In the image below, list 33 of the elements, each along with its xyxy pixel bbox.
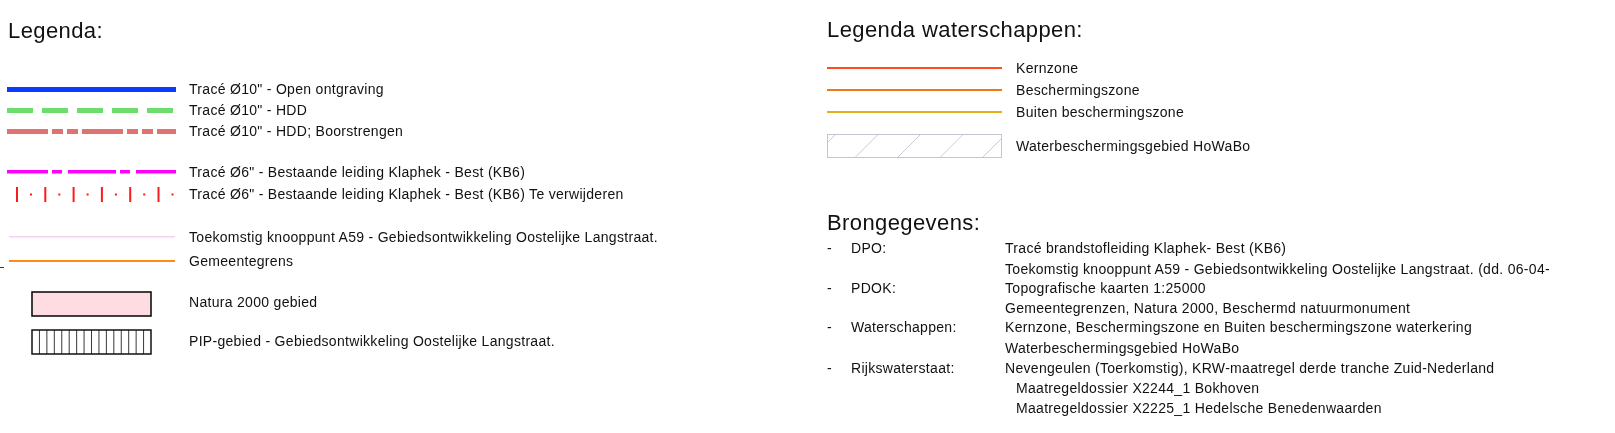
legend-text: Beschermingszone xyxy=(1016,81,1140,99)
legend-text: PIP-gebied - Gebiedsontwikkeling Oostelijke Langstraat. xyxy=(189,332,555,350)
section-heading: Legenda waterschappen: xyxy=(827,17,1083,43)
legend-text: Waterbeschermingsgebied HoWaBo xyxy=(1016,137,1251,155)
source-description: Kernzone, Beschermingszone en Buiten beschermingszone waterkering xyxy=(1005,318,1472,336)
source-description: Maatregeldossier X2244_1 Bokhoven xyxy=(1016,379,1260,397)
section-heading: Legenda: xyxy=(8,18,103,44)
legend-text: Tracé Ø6" - Bestaande leiding Klaphek - Best (KB6) xyxy=(189,163,526,181)
list-bullet: - xyxy=(827,279,832,297)
source-description: Gemeentegrenzen, Natura 2000, Beschermd natuurmonument xyxy=(1005,299,1411,317)
legend-text: Kernzone xyxy=(1016,59,1079,77)
list-bullet: - xyxy=(827,359,832,377)
legend-text: Buiten beschermingszone xyxy=(1016,103,1184,121)
source-description: Waterbeschermingsgebied HoWaBo xyxy=(1005,339,1240,357)
source-description: Toekomstig knooppunt A59 - Gebiedsontwikkeling Oostelijke Langstraat. (dd. 06-04- xyxy=(1005,260,1550,278)
source-description: Maatregeldossier X2225_1 Hedelsche Benedenwaarden xyxy=(1016,399,1382,417)
legend-text: Tracé Ø10" - Open ontgraving xyxy=(189,80,384,98)
legend-text: Tracé Ø10" - HDD; Boorstrengen xyxy=(189,122,404,140)
source-name: Rijkswaterstaat: xyxy=(851,359,955,377)
legend-text: Tracé Ø10" - HDD xyxy=(189,101,308,119)
source-name: PDOK: xyxy=(851,279,897,297)
source-description: Nevengeulen (Toerkomstig), KRW-maatregel derde tranche Zuid-Nederland xyxy=(1005,359,1495,377)
section-heading: Brongegevens: xyxy=(827,210,981,236)
source-name: Waterschappen: xyxy=(851,318,957,336)
source-description: Topografische kaarten 1:25000 xyxy=(1005,279,1206,297)
source-name: DPO: xyxy=(851,239,887,257)
list-bullet: - xyxy=(827,239,832,257)
list-bullet: - xyxy=(827,318,832,336)
legend-text: Natura 2000 gebied xyxy=(189,293,318,311)
legend-text: Toekomstig knooppunt A59 - Gebiedsontwikkeling Oostelijke Langstraat. xyxy=(189,228,658,246)
source-description: Tracé brandstofleiding Klaphek- Best (KB6) xyxy=(1005,239,1287,257)
legend-text: Gemeentegrens xyxy=(189,252,294,270)
legend-text: Tracé Ø6" - Bestaande leiding Klaphek - Best (KB6) Te verwijderen xyxy=(189,185,624,203)
